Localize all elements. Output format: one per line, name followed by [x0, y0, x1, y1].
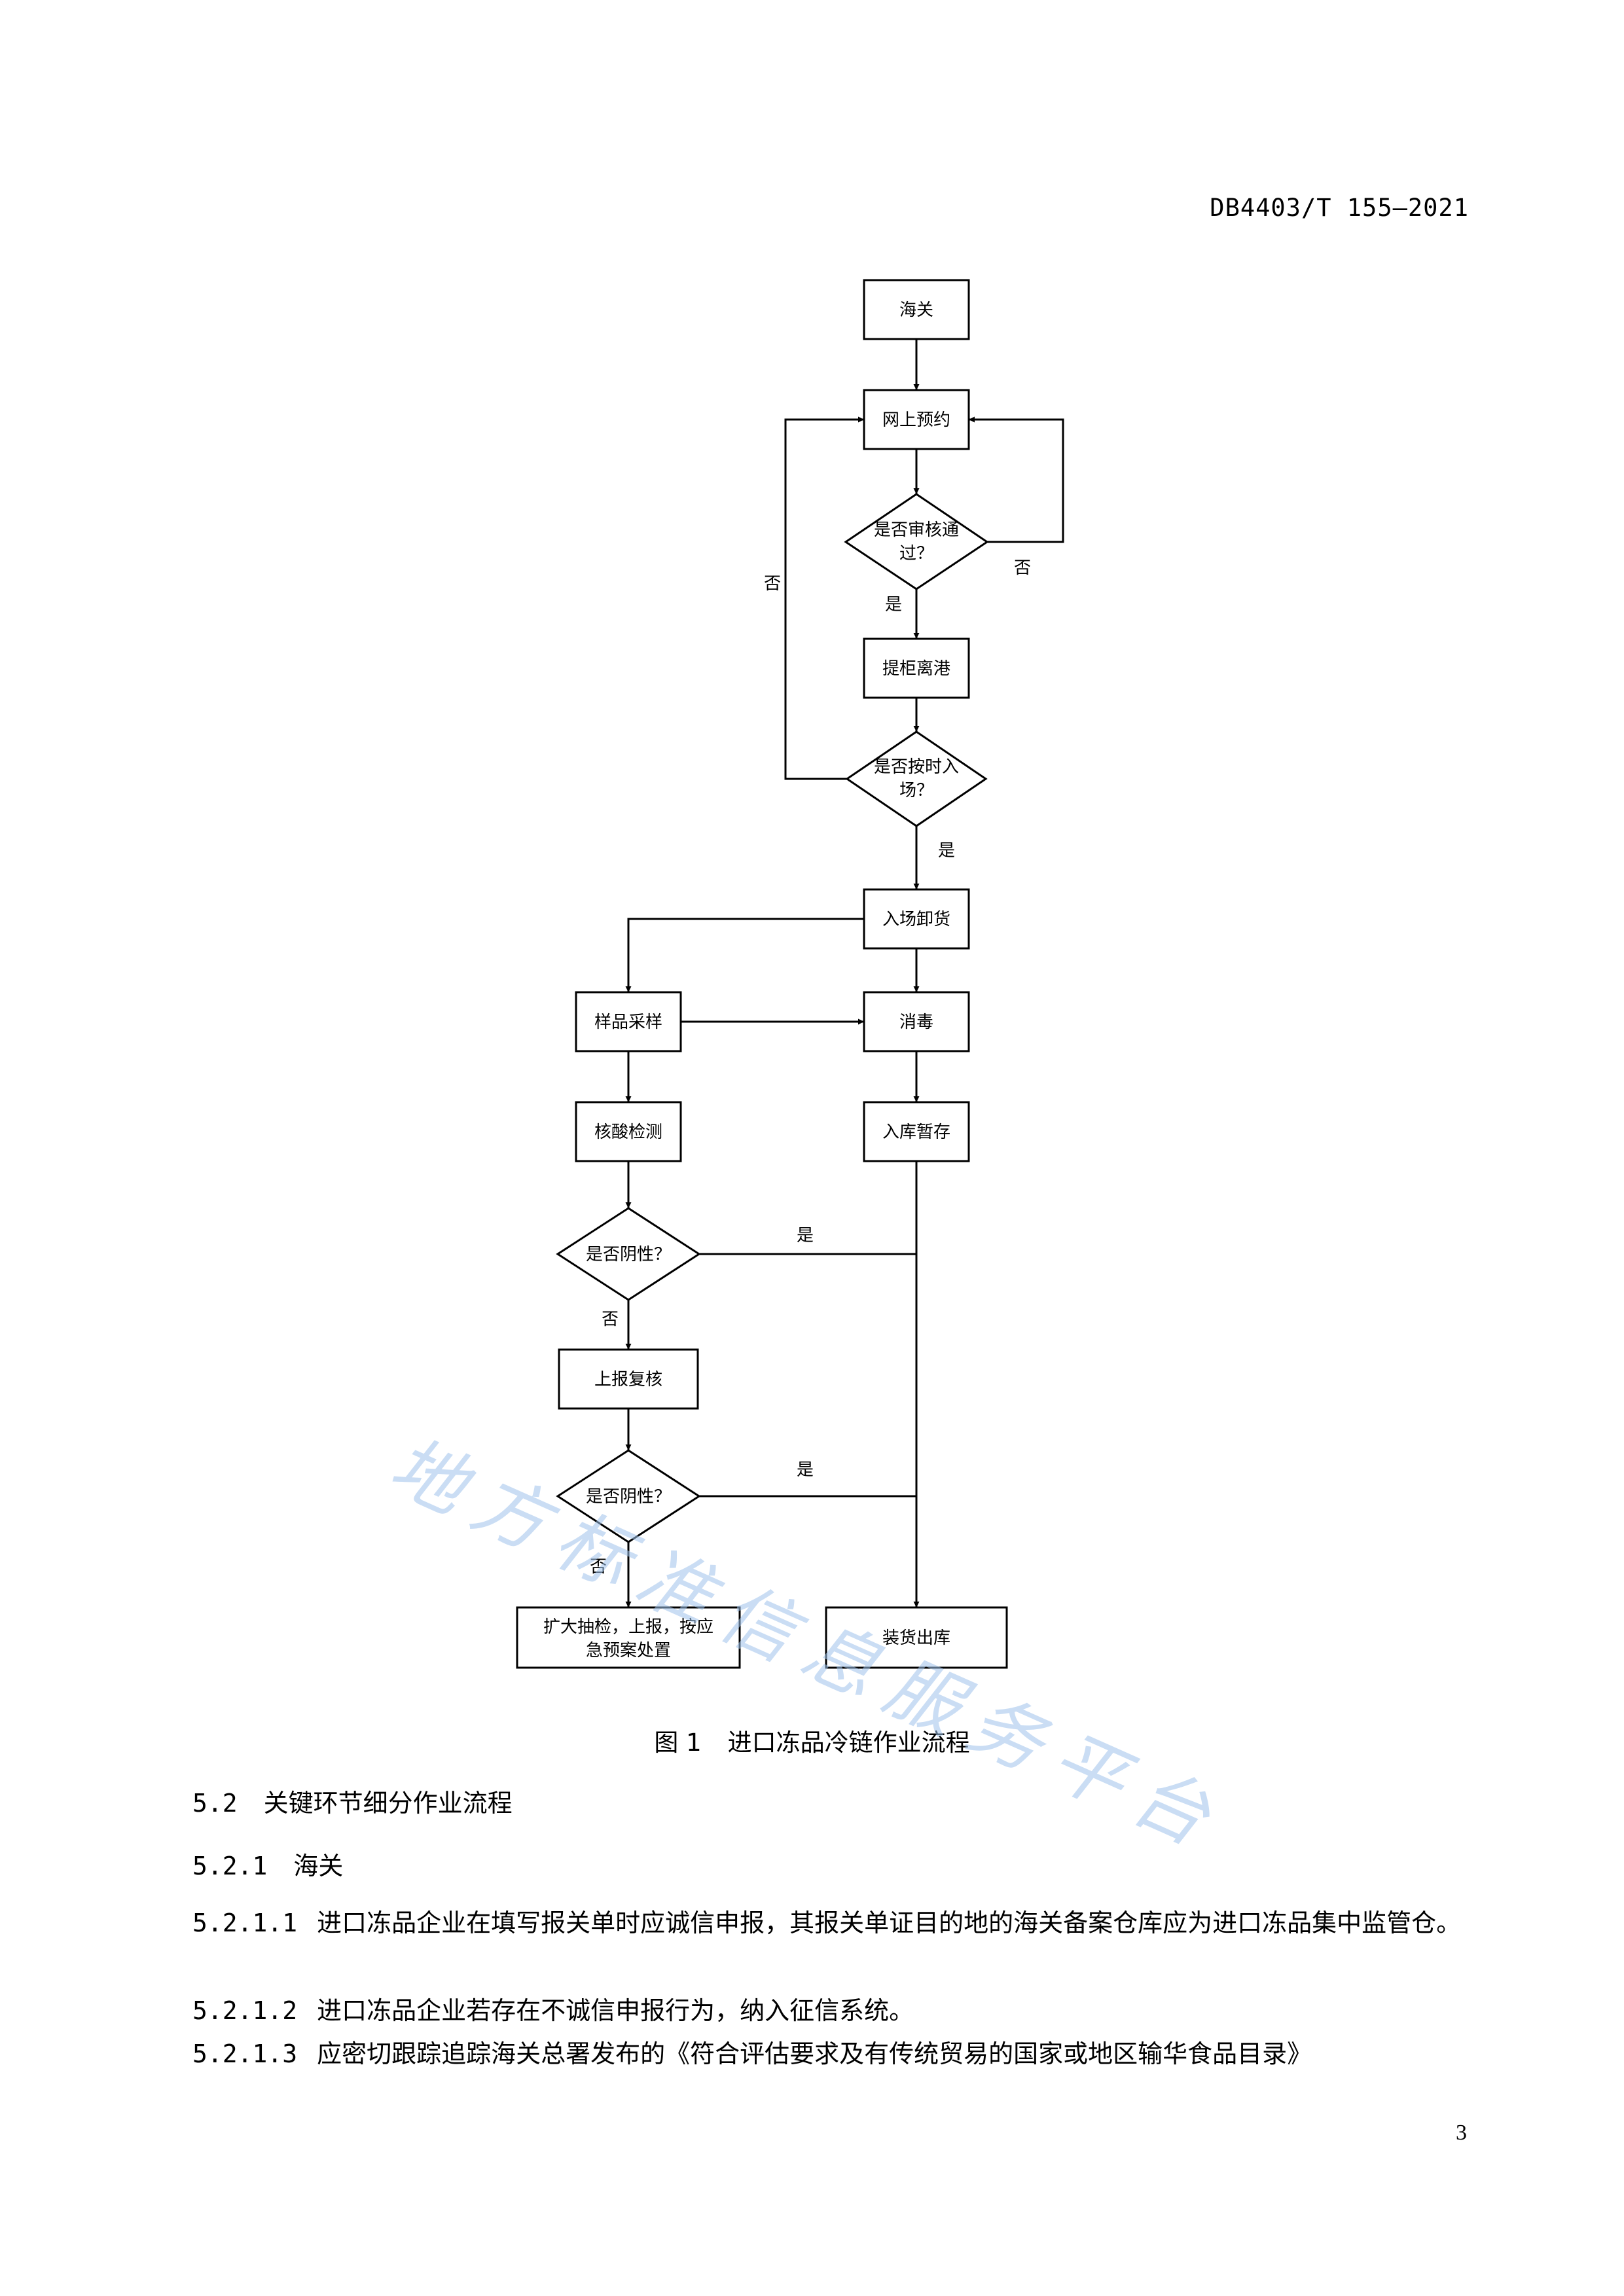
review-passed-label-2: 过？ — [899, 544, 933, 564]
section-title: 海关 — [293, 1852, 344, 1880]
document-code: DB4403/T 155—2021 — [1210, 194, 1469, 222]
edge-label-entry-yes: 是 — [938, 841, 955, 861]
storage-label: 入库暂存 — [882, 1122, 950, 1142]
clause-number: 5.2.1.3 — [192, 2039, 298, 2068]
figure-number: 图 1 — [654, 1729, 702, 1757]
section-number: 5.2.1 — [192, 1852, 268, 1880]
expand-check-label: 扩大抽检，上报，按应 — [543, 1617, 713, 1637]
page-number: 3 — [1456, 2121, 1467, 2145]
on-time-entry-label: 是否按时入 — [874, 757, 959, 777]
section-title: 关键环节细分作业流程 — [263, 1789, 513, 1818]
edge-label-review-yes: 是 — [885, 595, 902, 615]
container-pickup-label: 提柜离港 — [882, 659, 950, 679]
edge-label-neg1-yes: 是 — [797, 1226, 814, 1246]
section-heading-5-2-1: 5.2.1 海关 — [192, 1846, 343, 1882]
section-heading-5-2: 5.2 关键环节细分作业流程 — [192, 1783, 513, 1819]
on-time-entry-diamond — [845, 730, 988, 827]
report-recheck-label: 上报复核 — [594, 1370, 662, 1390]
sampling-label: 样品采样 — [594, 1013, 662, 1032]
clause-text: 进口冻品企业在填写报关单时应诚信申报，其报关单证目的地的海关备案仓库应为进口冻品… — [317, 1909, 1462, 1937]
section-number: 5.2 — [192, 1789, 238, 1818]
loading-out-label: 装货出库 — [882, 1628, 950, 1648]
expand-check-label-2: 急预案处置 — [586, 1641, 671, 1660]
figure-title: 进口冻品冷链作业流程 — [727, 1729, 970, 1757]
online-booking-label: 网上预约 — [882, 410, 950, 430]
on-time-entry-label-2: 场？ — [899, 781, 933, 800]
unloading-label: 入场卸货 — [882, 910, 950, 929]
nucleic-test-label: 核酸检测 — [594, 1122, 662, 1142]
clause-5-2-1-2: 5.2.1.2 进口冻品企业若存在不诚信申报行为，纳入征信系统。 — [192, 1990, 1475, 2032]
clause-text: 进口冻品企业若存在不诚信申报行为，纳入征信系统。 — [317, 1996, 914, 2025]
edge-label-neg2-yes: 是 — [797, 1460, 814, 1480]
clause-5-2-1-3: 5.2.1.3 应密切跟踪追踪海关总署发布的《符合评估要求及有传统贸易的国家或地区… — [192, 2033, 1475, 2075]
clause-number: 5.2.1.2 — [192, 1996, 298, 2025]
flowchart: 海关 网上预约 是否审核通 过？ 提柜离港 是否按时入 场？ 入场卸货 样品采样… — [516, 279, 1064, 1669]
negative-check-2-label: 是否阴性？ — [586, 1487, 671, 1507]
clause-5-2-1-1: 5.2.1.1 进口冻品企业在填写报关单时应诚信申报，其报关单证目的地的海关备案仓… — [192, 1902, 1475, 1944]
customs-label: 海关 — [899, 300, 933, 320]
edge-label-neg1-no: 否 — [602, 1310, 619, 1329]
clause-text: 应密切跟踪追踪海关总署发布的《符合评估要求及有传统贸易的国家或地区输华食品目录》 — [317, 2039, 1312, 2068]
disinfection-label: 消毒 — [899, 1013, 933, 1032]
edge-label-review-no: 否 — [1014, 558, 1031, 578]
negative-check-1-label: 是否阴性？ — [586, 1245, 671, 1265]
edge-label-neg2-no: 否 — [590, 1557, 607, 1577]
review-passed-label: 是否审核通 — [874, 520, 959, 540]
figure-caption: 图 1 进口冻品冷链作业流程 — [0, 1723, 1624, 1758]
review-passed-diamond — [844, 493, 989, 590]
clause-number: 5.2.1.1 — [192, 1909, 298, 1937]
edge-label-entry-no: 否 — [764, 574, 781, 594]
